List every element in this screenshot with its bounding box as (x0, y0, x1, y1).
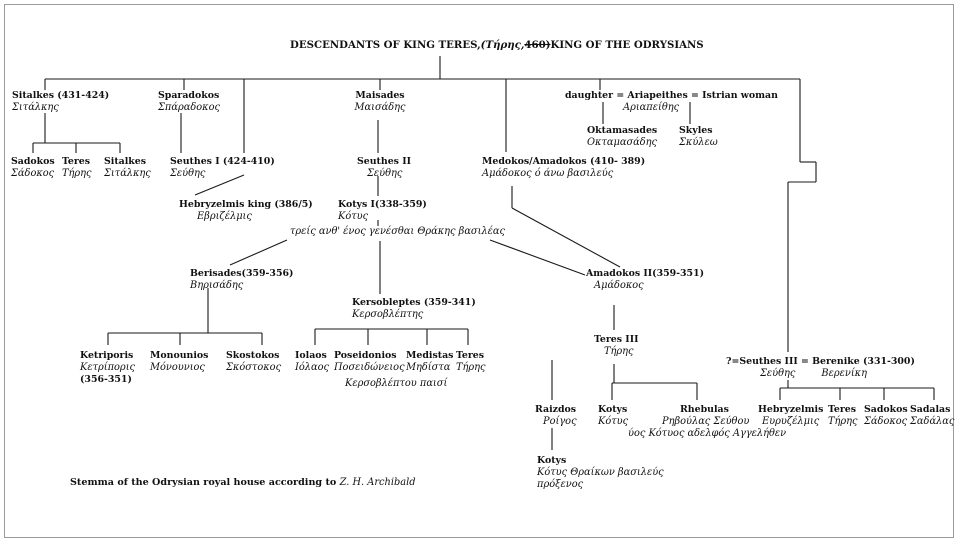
node-sitalkes: Sitalkes (431-424)Σιτάλκης (12, 90, 110, 113)
node-seuthes-1: Seuthes I (424-410)Σεύθης (170, 156, 275, 179)
diagram-caption: Stemma of the Odrysian royal house accor… (70, 477, 416, 488)
node-kersobleptes: Kersobleptes (359-341)Κερσοβλέπτης (352, 297, 476, 320)
kotys-note: τρείς ανθ' ένος γενέσθαι Θράκης βασιλέας (290, 226, 506, 237)
node-amadokos-2: Amadokos II(359-351)Αμάδοκος (586, 268, 705, 291)
diagram-title: DESCENDANTS OF KING TERES,(Τήρης,460)KIN… (290, 39, 704, 51)
node-berisades: Berisades(359-356)Βηρισάδης (190, 268, 294, 291)
node-hebryzelmis-1: Hebryzelmis king (386/5)Εβριζέλμις (179, 199, 313, 222)
diagram-frame (4, 4, 954, 538)
node-seuthes-3: ?=Seuthes III = Berenike (331-300)Σεύθης… (726, 356, 915, 379)
node-kotys-1: Kotys I(338-359)Κότυς (338, 199, 427, 222)
node-medokos: Medokos/Amadokos (410- 389)Αμάδοκος ό άν… (482, 156, 646, 179)
kersobleptes-children-note: Κερσοβλέπτου παισί (345, 378, 448, 389)
